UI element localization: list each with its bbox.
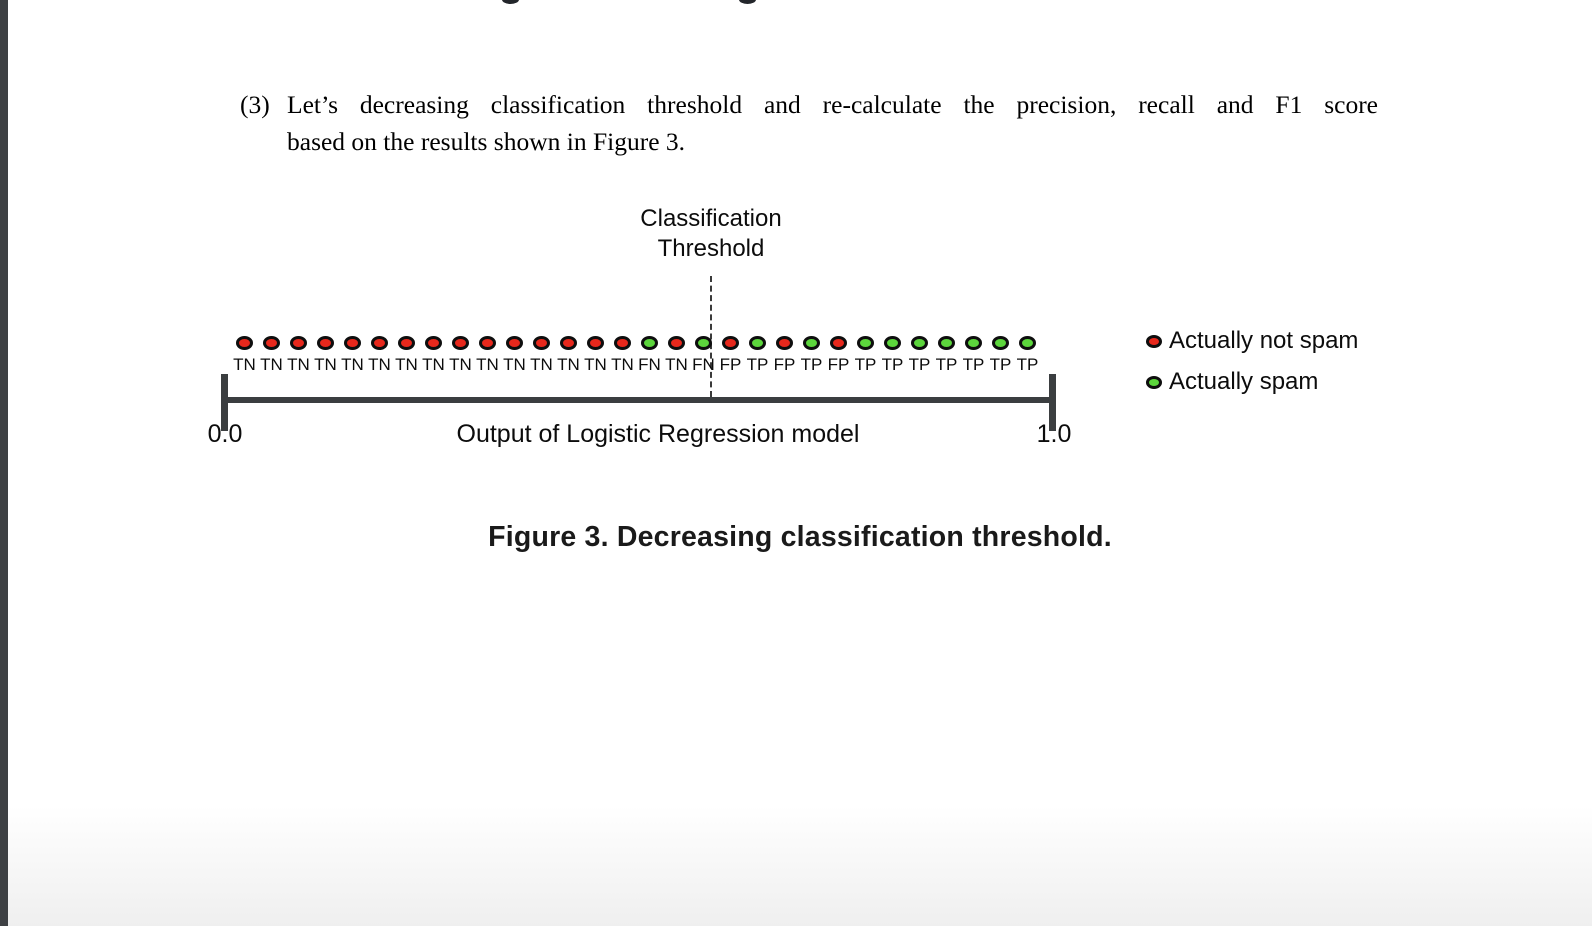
legend-dot-icon (1146, 334, 1162, 348)
data-point-tn (398, 336, 415, 350)
data-point-tn (506, 336, 523, 350)
point-label: TN (260, 355, 283, 374)
axis-line (224, 397, 1052, 403)
axis-max-label: 1.0 (1036, 420, 1072, 448)
axis-left-cap (221, 374, 228, 431)
point-label: TP (989, 355, 1012, 374)
data-point-tn (344, 336, 361, 350)
point-label: TN (341, 355, 364, 374)
point-label: TN (611, 355, 634, 374)
point-label: TP (746, 355, 769, 374)
point-label: FN (638, 355, 661, 374)
legend-label: Actually not spam (1169, 327, 1359, 354)
point-label: TN (476, 355, 499, 374)
data-point-tp (938, 336, 955, 350)
threshold-label: Classification Threshold (640, 205, 782, 262)
paragraph-line-1: Let’s decreasing classification threshol… (287, 90, 1378, 119)
point-label: TN (368, 355, 391, 374)
figure-caption: Figure 3. Decreasing classification thre… (488, 521, 1112, 553)
data-point-tn (290, 336, 307, 350)
data-point-tn (317, 336, 334, 350)
point-label: TP (908, 355, 931, 374)
problem-statement: (3) Let’s decreasing classification thre… (240, 86, 1380, 160)
point-label: TN (557, 355, 580, 374)
paragraph-line-2: based on the results shown in Figure 3. (287, 127, 686, 156)
item-number: (3) (240, 90, 270, 119)
axis-title: Output of Logistic Regression model (456, 420, 860, 448)
data-point-tp (857, 336, 874, 350)
point-label: TN (287, 355, 310, 374)
cropped-text-fragment (739, 0, 756, 4)
point-label: TN (422, 355, 445, 374)
point-label: TP (1016, 355, 1039, 374)
axis-min-label: 0.0 (207, 420, 243, 448)
point-label: TN (395, 355, 418, 374)
data-point-tn (668, 336, 685, 350)
point-label: TN (530, 355, 553, 374)
data-point-fn (641, 336, 658, 350)
data-point-tn (236, 336, 253, 350)
legend-dot-icon (1146, 375, 1162, 389)
axis-right-cap (1049, 374, 1056, 431)
data-point-fp (722, 336, 739, 350)
point-label: TN (449, 355, 472, 374)
threshold-dashed-line (710, 276, 712, 397)
point-label: TN (503, 355, 526, 374)
data-point-tn (263, 336, 280, 350)
data-point-fn (695, 336, 712, 350)
data-point-tn (560, 336, 577, 350)
point-label: TN (584, 355, 607, 374)
data-point-tn (479, 336, 496, 350)
point-label: FP (827, 355, 850, 374)
data-point-tp (965, 336, 982, 350)
data-point-tp (884, 336, 901, 350)
point-label: TP (881, 355, 904, 374)
data-point-tn (371, 336, 388, 350)
data-point-tp (803, 336, 820, 350)
point-label: TP (935, 355, 958, 374)
viewer-edge-bar (0, 0, 8, 926)
point-label: TN (314, 355, 337, 374)
point-label: TP (800, 355, 823, 374)
point-label: TP (854, 355, 877, 374)
data-point-tn (587, 336, 604, 350)
point-label: TN (233, 355, 256, 374)
data-point-tp (1019, 336, 1036, 350)
data-point-tp (992, 336, 1009, 350)
point-label: TP (962, 355, 985, 374)
data-points-row (236, 336, 1036, 350)
legend-item: Actually not spam (1146, 327, 1358, 355)
data-point-tp (911, 336, 928, 350)
data-point-tp (749, 336, 766, 350)
data-point-fp (776, 336, 793, 350)
data-point-tn (425, 336, 442, 350)
data-point-fp (830, 336, 847, 350)
point-label: FP (773, 355, 796, 374)
point-label: FN (692, 355, 715, 374)
data-point-tn (452, 336, 469, 350)
legend-label: Actually spam (1169, 368, 1319, 395)
cropped-text-fragment (502, 0, 519, 4)
point-label: TN (665, 355, 688, 374)
data-point-tn (533, 336, 550, 350)
point-label: FP (719, 355, 742, 374)
data-point-tn (614, 336, 631, 350)
legend-item: Actually spam (1146, 368, 1358, 396)
